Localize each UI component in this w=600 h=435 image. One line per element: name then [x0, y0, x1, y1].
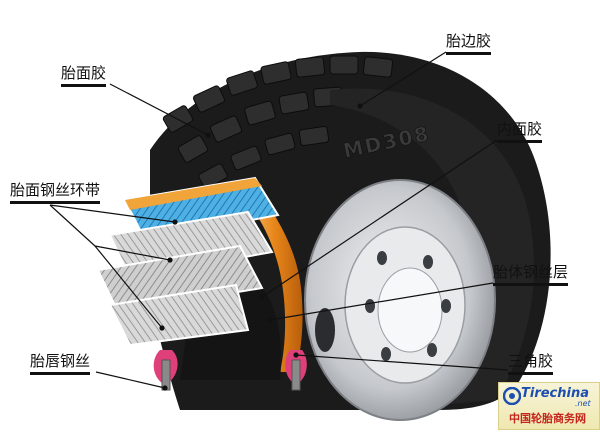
label-underline — [61, 84, 107, 87]
site-watermark: Tirechina .net 中国轮胎商务网 — [498, 382, 600, 430]
label-underline — [493, 283, 569, 286]
label-bead-wire: 胎唇钢丝 — [30, 352, 91, 375]
label-underline — [508, 372, 554, 375]
label-tread-steel-belt: 胎面钢丝环带 — [10, 181, 101, 204]
label-inner-liner: 内面胶 — [497, 120, 543, 143]
label-tread-rubber-text: 胎面胶 — [61, 64, 107, 82]
label-sidewall-rubber-text: 胎边胶 — [446, 32, 492, 50]
label-bead-wire-text: 胎唇钢丝 — [30, 352, 91, 370]
bead-areas — [153, 350, 307, 391]
label-tread-steel-belt-text: 胎面钢丝环带 — [10, 181, 101, 199]
tread-blocks — [162, 55, 394, 189]
label-underline — [30, 372, 91, 375]
label-apex-text: 三角胶 — [508, 352, 554, 370]
label-apex: 三角胶 — [508, 352, 554, 375]
wheel-rim — [304, 179, 496, 421]
inner-liner-layer — [245, 190, 303, 372]
label-carcass-ply: 胎体钢丝层 — [493, 263, 569, 286]
label-carcass-ply-text: 胎体钢丝层 — [493, 263, 569, 281]
leader-lines — [49, 51, 509, 391]
watermark-brand: Tirechina — [521, 386, 589, 401]
label-tread-rubber: 胎面胶 — [61, 64, 107, 87]
belt-edge — [125, 178, 262, 210]
watermark-site-name: 中国轮胎商务网 — [509, 412, 586, 425]
label-underline — [10, 201, 101, 204]
watermark-domain: .net — [575, 399, 591, 408]
belt-layers — [96, 176, 280, 347]
label-underline — [497, 140, 543, 143]
label-inner-liner-text: 内面胶 — [497, 120, 543, 138]
label-underline — [446, 52, 492, 55]
label-sidewall-rubber: 胎边胶 — [446, 32, 492, 55]
tire-logo-icon — [503, 387, 521, 405]
